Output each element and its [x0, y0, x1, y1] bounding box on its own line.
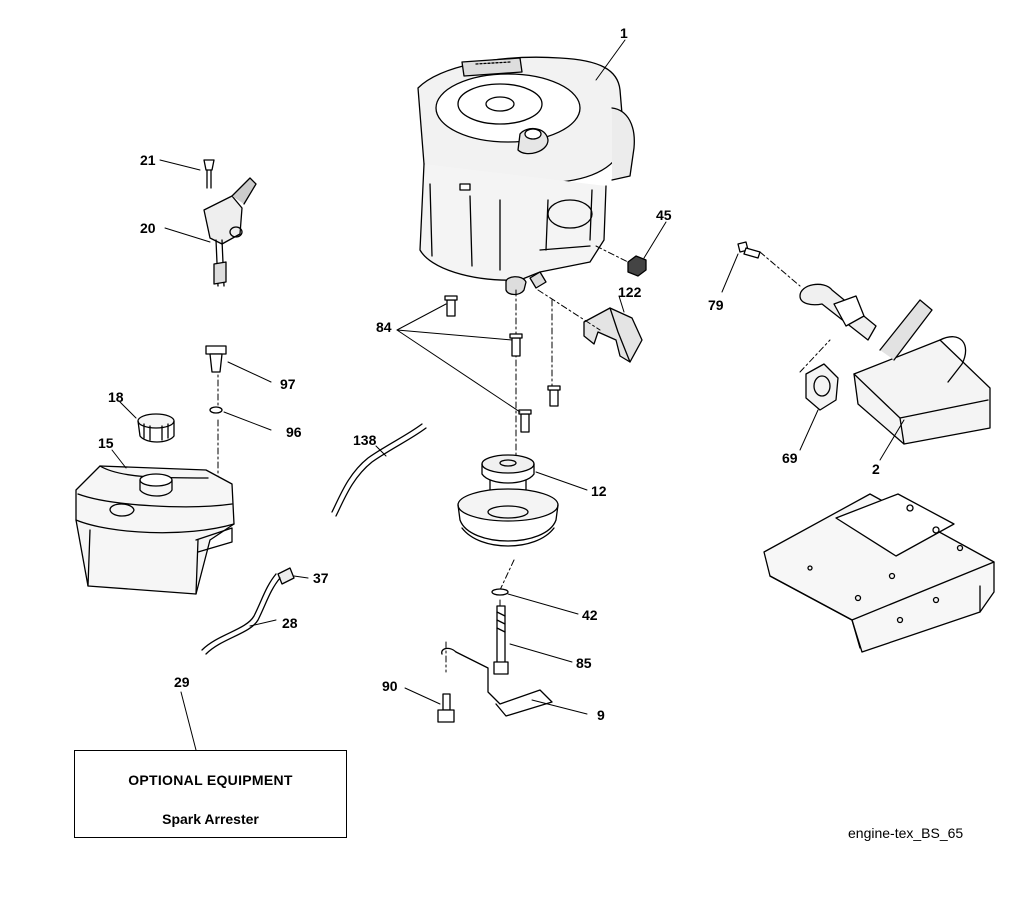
callout-9: 9 [597, 707, 605, 723]
muffler-part [799, 283, 991, 445]
callout-96: 96 [286, 424, 302, 440]
callout-12: 12 [591, 483, 607, 499]
spark-arrester-label: Spark Arrester [162, 811, 259, 827]
callout-42: 42 [582, 607, 598, 623]
callout-2: 2 [872, 461, 880, 477]
washer-part-42 [491, 588, 509, 596]
callout-69: 69 [782, 450, 798, 466]
mount-plate-part [763, 493, 995, 653]
engine-drawing [417, 56, 635, 296]
bolt-part-90 [437, 693, 455, 723]
callout-97: 97 [280, 376, 296, 392]
callout-138: 138 [353, 432, 377, 448]
pulley-part [457, 454, 559, 547]
fuel-cap-part [137, 413, 175, 443]
deflector-part [583, 307, 643, 363]
gasket-part-69 [805, 363, 839, 411]
fuel-tank-part [75, 465, 235, 595]
callout-45: 45 [656, 207, 672, 223]
callout-122: 122 [618, 284, 642, 300]
callout-15: 15 [98, 435, 114, 451]
callout-28: 28 [282, 615, 298, 631]
bolt-parts-84 [444, 295, 561, 433]
callout-85: 85 [576, 655, 592, 671]
throttle-control-part [203, 159, 257, 287]
fuel-line-part [201, 567, 295, 655]
callout-21: 21 [140, 152, 156, 168]
leader-lines [111, 39, 905, 751]
callout-84: 84 [376, 319, 392, 335]
fuel-valve-part [205, 345, 227, 414]
bracket-part-9 [441, 647, 553, 717]
reference-code: engine-tex_BS_65 [848, 825, 964, 841]
callout-79: 79 [708, 297, 724, 313]
bolt-part-79 [737, 241, 761, 259]
callout-20: 20 [140, 220, 156, 236]
optional-equipment-title: OPTIONAL EQUIPMENT [128, 772, 293, 788]
callout-29: 29 [174, 674, 190, 690]
optional-equipment-box: OPTIONAL EQUIPMENT Spark Arrester [74, 750, 347, 838]
bolt-part-85 [493, 605, 509, 675]
callout-90: 90 [382, 678, 398, 694]
hose-part-138 [331, 423, 427, 517]
nut-part [627, 255, 647, 277]
callout-1: 1 [620, 25, 628, 41]
callout-37: 37 [313, 570, 329, 586]
callout-18: 18 [108, 389, 124, 405]
